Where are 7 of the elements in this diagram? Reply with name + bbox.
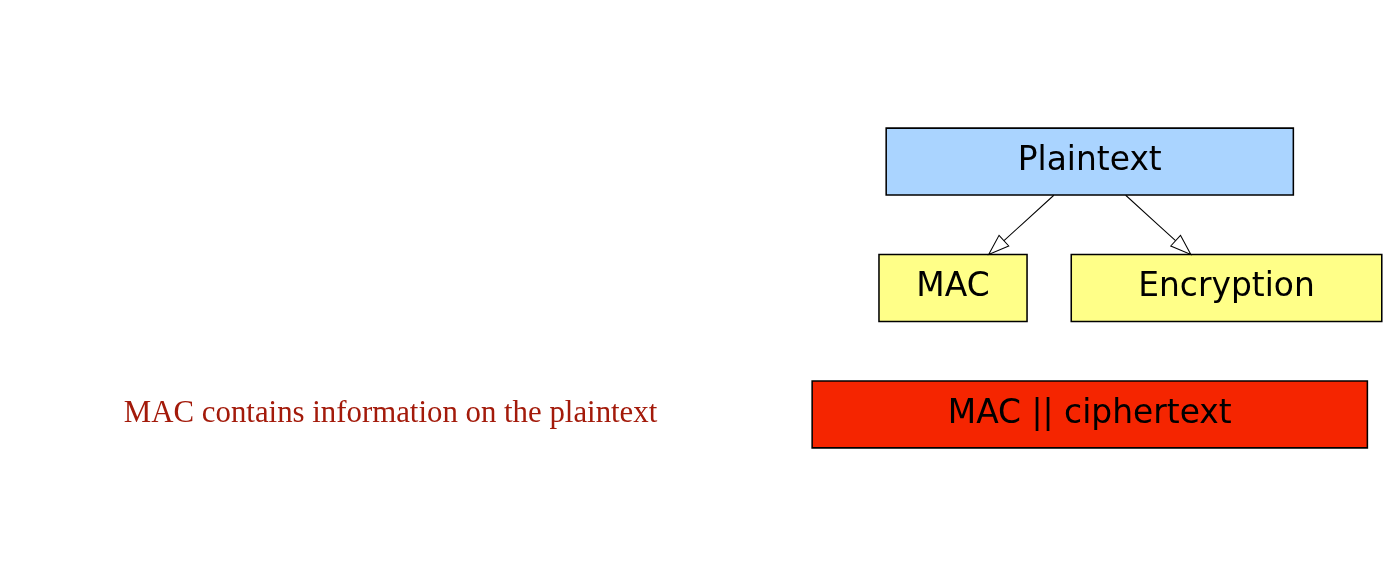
arrow [1125,194,1192,256]
node-box: Encryption [1070,253,1383,323]
node-box: MAC || ciphertext [811,380,1369,449]
node-box: Plaintext [885,127,1295,196]
arrow [987,194,1055,256]
node-box: MAC [878,253,1028,323]
label: MAC contains information on the plaintext [123,395,658,430]
